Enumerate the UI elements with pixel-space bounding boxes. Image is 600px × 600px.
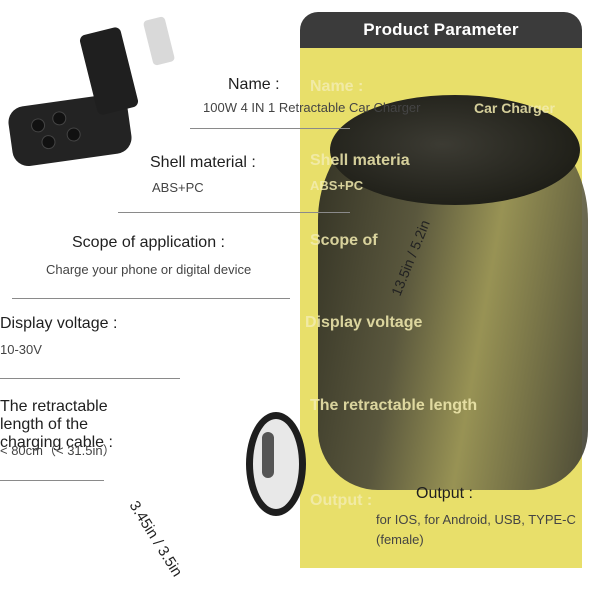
divider xyxy=(118,212,350,213)
param-retract-label: The retractable length of the charging c… xyxy=(0,398,113,451)
param-display-label: Display voltage : xyxy=(0,315,118,332)
param-scope-label: Scope of application : xyxy=(72,234,225,251)
param-name-value: 100W 4 IN 1 Retractable Car Charger xyxy=(203,100,421,115)
header-bar: Product Parameter xyxy=(300,12,582,48)
plug-connector-image xyxy=(142,16,176,66)
ghost-shell: Shell materia xyxy=(310,152,410,169)
port-icon xyxy=(51,110,68,127)
divider xyxy=(12,298,290,299)
ghost-output: Output : xyxy=(310,492,373,509)
param-output-label: Output : xyxy=(416,485,473,502)
cable-ring-inner xyxy=(262,432,274,478)
param-output-value: for IOS, for Android, USB, TYPE-C (femal… xyxy=(376,512,576,547)
param-display-value: 10-30V xyxy=(0,342,42,357)
param-scope-value: Charge your phone or digital device xyxy=(46,262,252,277)
charger-top-image xyxy=(330,95,580,205)
ghost-display: Display voltage xyxy=(305,314,423,331)
divider xyxy=(190,128,350,129)
param-retract-value: < 80cm（< 31.5in） xyxy=(0,443,116,458)
divider xyxy=(0,378,180,379)
body-length-measure: 3.45in / 3.5in xyxy=(125,498,186,580)
header-title: Product Parameter xyxy=(363,20,519,39)
cable-ring-image xyxy=(246,412,306,516)
ghost-retract: The retractable length xyxy=(310,397,478,414)
ghost-name: Name : xyxy=(310,78,364,95)
ghost-scope: Scope of xyxy=(310,232,378,249)
port-icon xyxy=(40,134,57,151)
param-shell-value: ABS+PC xyxy=(152,180,204,195)
ghost-shell-value: ABS+PC xyxy=(310,178,364,193)
param-name-label: Name : xyxy=(228,76,280,93)
param-shell-label: Shell material : xyxy=(150,154,256,171)
port-icon xyxy=(30,117,46,134)
port-icon xyxy=(65,126,82,143)
ghost-name-value: Car Charger xyxy=(474,100,555,116)
divider xyxy=(0,480,104,481)
